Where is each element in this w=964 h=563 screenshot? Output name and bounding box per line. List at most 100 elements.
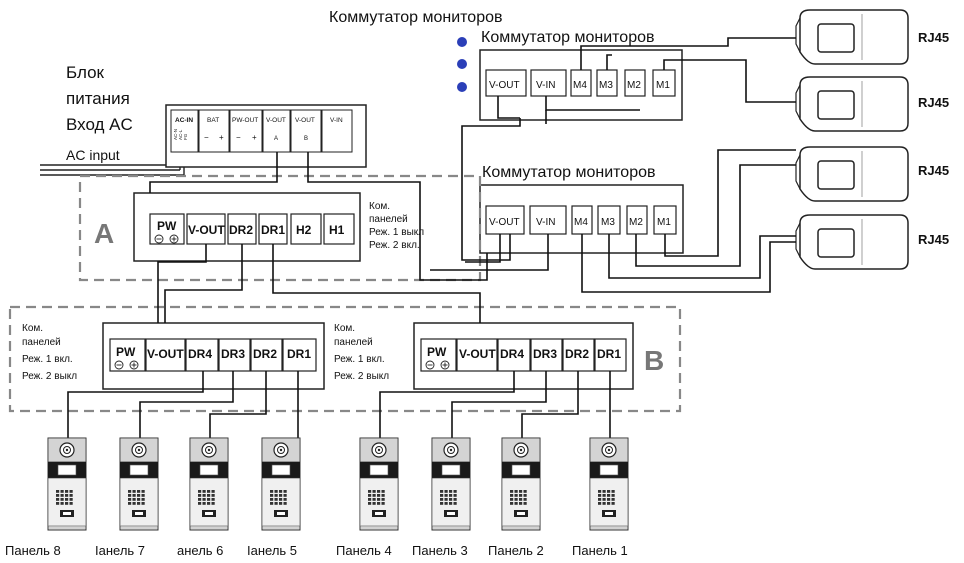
svg-text:DR2: DR2 [253,347,277,361]
panel-label-1: Панель 1 [572,543,628,558]
rj45-label-3: RJ45 [918,163,949,178]
panel-label-2: Панель 2 [488,543,544,558]
pw-polarity-icon [114,360,139,370]
bullet-icon [457,37,467,47]
svg-text:DR3: DR3 [533,347,557,361]
svg-text:+: + [252,133,257,142]
door-panel-icon [431,437,471,531]
power-label-2: питания [66,89,130,108]
svg-text:DR3: DR3 [221,347,245,361]
panel-label-8: Панель 8 [5,543,61,558]
power-label-1: Блок [66,63,105,82]
panel-b2-note-2: панелей [334,337,373,348]
power-supply-unit: AC-IN AC-N AC-L FG BAT − + PW-OUT − + V-… [165,104,367,168]
door-panel-icon [359,437,399,531]
door-panel-icon [501,437,541,531]
svg-text:V-OUT: V-OUT [489,217,520,228]
monitor-switch-1-title: Коммутатор мониторов [481,29,655,46]
monitor-device-icon [795,146,909,202]
panel-switch-b1: PW V-OUT DR4 DR3 DR2 DR1 [102,322,325,390]
rj45-label-1: RJ45 [918,30,949,45]
panel-switch-b2: PW V-OUT DR4 DR3 DR2 DR1 [413,322,634,390]
panel-b2-note-4: Реж. 2 выкл [334,371,389,382]
panel-label-5: Ιанель 5 [247,543,297,558]
svg-text:DR4: DR4 [188,347,212,361]
panel-label-6: анель 6 [177,543,223,558]
panel-label-7: Ιанель 7 [95,543,145,558]
panel-b2-note-1: Ком. [334,323,355,334]
svg-text:−: − [236,133,241,142]
door-panel-icon [189,437,229,531]
pw-polarity-icon [154,234,179,244]
svg-text:PW: PW [116,345,136,359]
svg-text:V-IN: V-IN [536,217,555,228]
top-title: Коммутатор мониторов [329,9,503,26]
svg-text:A: A [274,136,278,142]
ps-port-acin: AC-IN [175,117,193,124]
svg-text:M2: M2 [629,217,643,228]
svg-text:DR1: DR1 [287,347,311,361]
svg-text:V-OUT: V-OUT [489,80,520,91]
ps-port-bat: BAT [207,117,219,124]
svg-text:M2: M2 [627,80,641,91]
monitor-device-icon [795,9,909,65]
svg-text:V-IN: V-IN [536,80,555,91]
panel-b1-note-3: Реж. 1 вкл. [22,354,73,365]
ac-input-label: AC input [66,147,120,163]
group-b-frame [8,305,682,413]
group-b-label: B [644,345,664,376]
svg-text:PW: PW [157,219,177,233]
svg-text:M1: M1 [656,80,670,91]
svg-text:H1: H1 [329,223,345,237]
panel-b1-note-4: Реж. 2 выкл [22,371,77,382]
svg-text:DR2: DR2 [565,347,589,361]
panel-switch-a: PW V-OUT DR2 DR1 H2 H1 [133,192,361,262]
monitor-switch-2-title: Коммутатор мониторов [482,164,656,181]
wires [67,37,796,440]
panel-a-note-2: панелей [369,214,408,225]
svg-text:V-OUT: V-OUT [147,347,184,361]
power-label-3: Вход AC [66,115,133,134]
svg-text:V-OUT: V-OUT [459,347,496,361]
svg-text:M4: M4 [573,80,587,91]
ps-port-vin: V-IN [330,117,343,124]
ps-port-vout-b: V-OUT [295,117,315,124]
svg-text:H2: H2 [296,223,312,237]
door-panel-icon [119,437,159,531]
panel-b1-note-1: Ком. [22,323,43,334]
svg-text:V-OUT: V-OUT [188,223,225,237]
door-panel-icon [47,437,87,531]
panel-b2-note-3: Реж. 1 вкл. [334,354,385,365]
door-panel-group [47,437,629,531]
svg-text:M1: M1 [657,217,671,228]
svg-text:DR2: DR2 [229,223,253,237]
svg-text:M3: M3 [601,217,615,228]
panel-b1-note-2: панелей [22,337,61,348]
group-a-label: A [94,218,114,249]
rj45-label-4: RJ45 [918,232,949,247]
door-panel-icon [589,437,629,531]
svg-text:DR1: DR1 [597,347,621,361]
ps-port-pwout: PW-OUT [232,117,258,124]
panel-label-3: Панель 3 [412,543,468,558]
bullet-icon [457,59,467,69]
ps-port-vout-a: V-OUT [266,117,286,124]
panel-a-note-1: Ком. [369,201,390,212]
group-a-frame [78,174,482,282]
door-panel-icon [261,437,301,531]
svg-text:M4: M4 [574,217,588,228]
svg-text:DR1: DR1 [261,223,285,237]
rj45-label-2: RJ45 [918,95,949,110]
panel-label-4: Панель 4 [336,543,392,558]
bullet-icon [457,82,467,92]
svg-text:−: − [204,133,209,142]
svg-text:+: + [219,133,224,142]
panel-a-note-4: Реж. 2 вкл. [369,240,420,251]
svg-text:M3: M3 [599,80,613,91]
svg-text:AC-N: AC-N [173,129,178,140]
monitor-device-icon [795,214,909,270]
panel-a-note-3: Реж. 1 выкл [369,227,424,238]
svg-text:DR4: DR4 [500,347,524,361]
